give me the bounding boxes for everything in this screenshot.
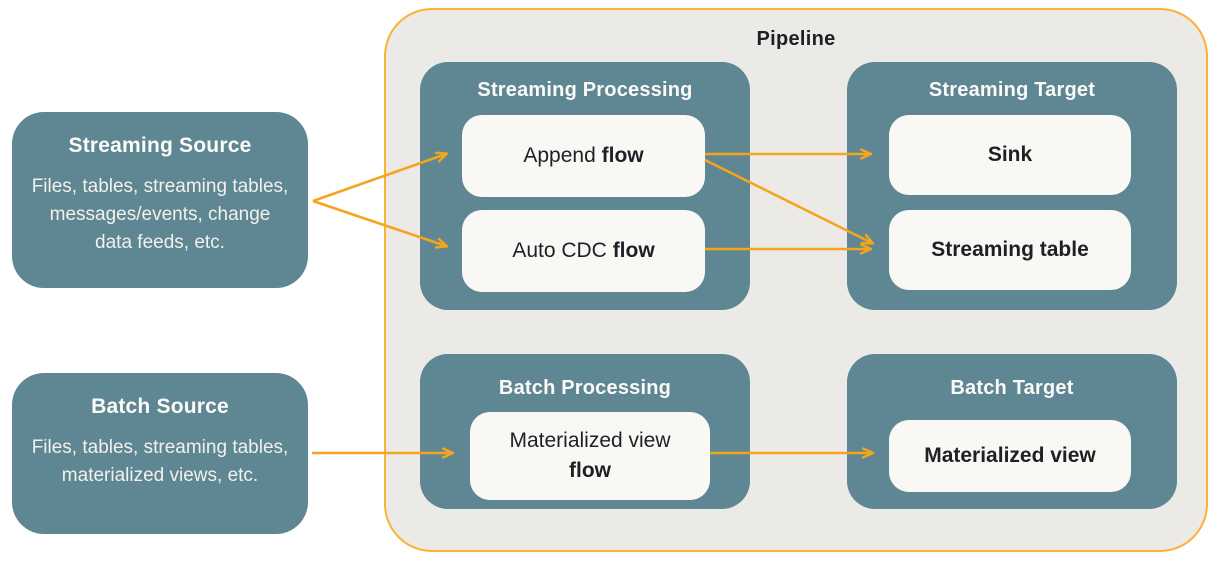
materialized-view-flow-label: Materialized view flow: [509, 429, 671, 482]
batch-target-group: Batch Target Materialized view: [847, 354, 1177, 509]
streaming-target-group: Streaming Target Sink Streaming table: [847, 62, 1177, 310]
streaming-table-node: Streaming table: [889, 210, 1131, 290]
batch-processing-group: Batch Processing Materialized view flow: [420, 354, 750, 509]
materialized-view-flow-node: Materialized view flow: [470, 412, 710, 500]
batch-source-title: Batch Source: [91, 395, 229, 418]
sink-node: Sink: [889, 115, 1131, 195]
pipeline-container: Pipeline Streaming Processing Append flo…: [384, 8, 1208, 552]
materialized-view-label: Materialized view: [924, 444, 1096, 467]
auto-cdc-flow-label: Auto CDC flow: [512, 239, 655, 262]
sink-label: Sink: [987, 143, 1033, 166]
batch-source-description: Files, tables, streaming tables, materia…: [31, 437, 289, 486]
batch-processing-title: Batch Processing: [498, 377, 672, 399]
append-flow-label: Append flow: [523, 144, 644, 167]
auto-cdc-flow-node: Auto CDC flow: [462, 210, 705, 292]
streaming-processing-group: Streaming Processing Append flow Auto CD…: [420, 62, 750, 310]
streaming-source-description: Files, tables, streaming tables, message…: [31, 176, 289, 253]
streaming-target-title: Streaming Target: [928, 79, 1096, 101]
streaming-processing-title: Streaming Processing: [477, 79, 693, 101]
streaming-source-title: Streaming Source: [68, 134, 252, 157]
streaming-table-label: Streaming table: [931, 238, 1089, 261]
materialized-view-node: Materialized view: [889, 420, 1131, 492]
streaming-source-box: Streaming Source Files, tables, streamin…: [12, 112, 308, 288]
append-flow-node: Append flow: [462, 115, 705, 197]
batch-source-box: Batch Source Files, tables, streaming ta…: [12, 373, 308, 534]
batch-target-title: Batch Target: [950, 377, 1074, 399]
pipeline-title: Pipeline: [756, 28, 836, 50]
